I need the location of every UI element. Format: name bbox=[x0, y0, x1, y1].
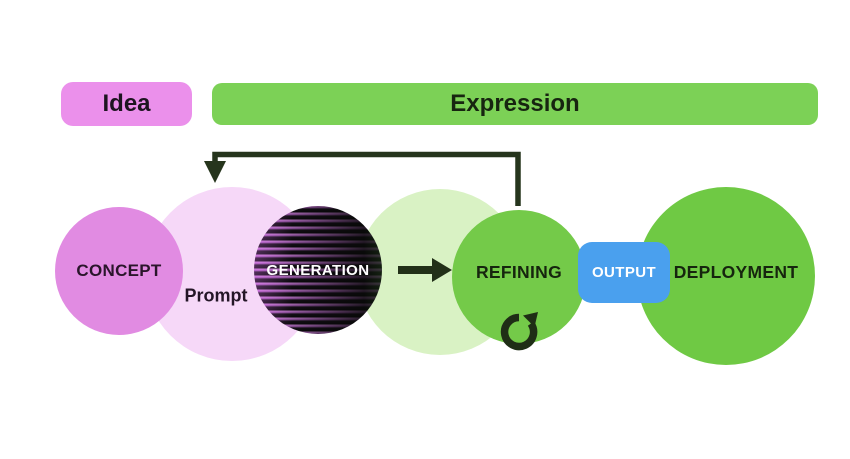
expression-phase-label: Expression bbox=[450, 90, 580, 117]
idea-phase-badge: Idea bbox=[61, 82, 192, 126]
idea-phase-label: Idea bbox=[102, 90, 151, 117]
expression-phase-badge: Expression bbox=[212, 83, 818, 125]
concept-label: CONCEPT bbox=[76, 261, 162, 280]
concept-circle: CONCEPT bbox=[55, 207, 183, 335]
refining-label: REFINING bbox=[475, 261, 562, 282]
refining-circle: REFINING bbox=[452, 210, 586, 344]
generation-label: GENERATION bbox=[266, 261, 370, 279]
prompt-label: Prompt bbox=[184, 285, 248, 306]
output-label: OUTPUT bbox=[591, 264, 657, 281]
output-pill: OUTPUT bbox=[578, 242, 670, 303]
deployment-label: DEPLOYMENT bbox=[673, 261, 799, 282]
generation-circle: GENERATION bbox=[254, 206, 382, 334]
